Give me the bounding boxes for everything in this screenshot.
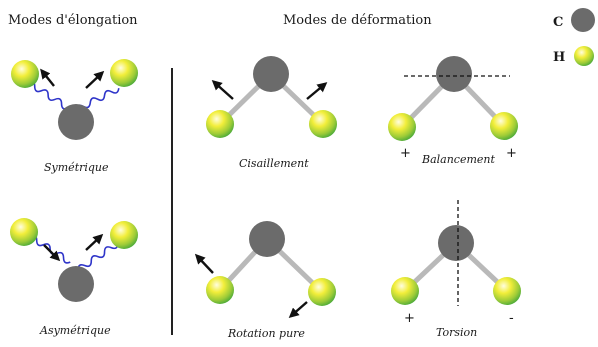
arrow-right bbox=[85, 70, 105, 89]
hydrogen-atom-left bbox=[10, 218, 38, 246]
rocking-sign-right: + bbox=[506, 146, 517, 161]
hydrogen-atom-left bbox=[11, 60, 39, 88]
torsion-caption: Torsion bbox=[436, 326, 477, 339]
hydrogen-atom-right bbox=[308, 278, 336, 306]
symmetric-stretch-molecule bbox=[11, 59, 138, 140]
torsion-sign-left: + bbox=[404, 311, 415, 326]
hydrogen-atom-right bbox=[490, 112, 518, 140]
rocking-sign-left: + bbox=[400, 146, 411, 161]
torsion-sign-right: - bbox=[509, 311, 514, 326]
legend: C H bbox=[553, 8, 595, 66]
scissoring-caption: Cisaillement bbox=[239, 157, 309, 170]
carbon-atom bbox=[249, 221, 285, 257]
rocking-caption: Balancement bbox=[421, 153, 495, 166]
carbon-atom bbox=[58, 104, 94, 140]
hydrogen-atom-right bbox=[493, 277, 521, 305]
legend-hydrogen-atom bbox=[574, 46, 594, 66]
carbon-atom bbox=[58, 266, 94, 302]
bending-heading: Modes de déformation bbox=[283, 13, 432, 28]
carbon-atom bbox=[436, 56, 472, 92]
legend-carbon-label: C bbox=[553, 15, 563, 30]
arrow-left bbox=[211, 79, 234, 100]
hydrogen-atom-right bbox=[309, 110, 337, 138]
spring-right bbox=[77, 243, 119, 271]
hydrogen-atom-left bbox=[206, 110, 234, 138]
legend-hydrogen-label: H bbox=[553, 50, 565, 65]
scissoring-molecule bbox=[206, 56, 337, 138]
arrow-lower-right bbox=[288, 301, 308, 318]
hydrogen-atom-right bbox=[110, 221, 138, 249]
hydrogen-atom-left bbox=[206, 276, 234, 304]
pure-rotation-caption: Rotation pure bbox=[227, 327, 305, 340]
arrow-inward bbox=[43, 244, 61, 262]
symmetric-caption: Symétrique bbox=[44, 161, 109, 174]
arrow-outward bbox=[85, 233, 104, 251]
arrow-right bbox=[306, 82, 328, 100]
torsion-molecule bbox=[391, 200, 521, 306]
spring-left bbox=[27, 80, 69, 110]
carbon-atom bbox=[438, 225, 474, 261]
arrow-upper-left bbox=[194, 253, 214, 274]
asymmetric-stretch-molecule bbox=[10, 218, 138, 302]
spring-left bbox=[29, 234, 71, 264]
rocking-molecule bbox=[388, 56, 518, 141]
arrow-left bbox=[40, 68, 55, 87]
pure-rotation-molecule bbox=[194, 221, 336, 318]
stretching-heading: Modes d'élongation bbox=[8, 13, 138, 28]
carbon-atom bbox=[253, 56, 289, 92]
hydrogen-atom-left bbox=[391, 277, 419, 305]
asymmetric-caption: Asymétrique bbox=[39, 324, 111, 337]
hydrogen-atom-left bbox=[388, 113, 416, 141]
hydrogen-atom-right bbox=[110, 59, 138, 87]
legend-carbon-atom bbox=[571, 8, 595, 32]
